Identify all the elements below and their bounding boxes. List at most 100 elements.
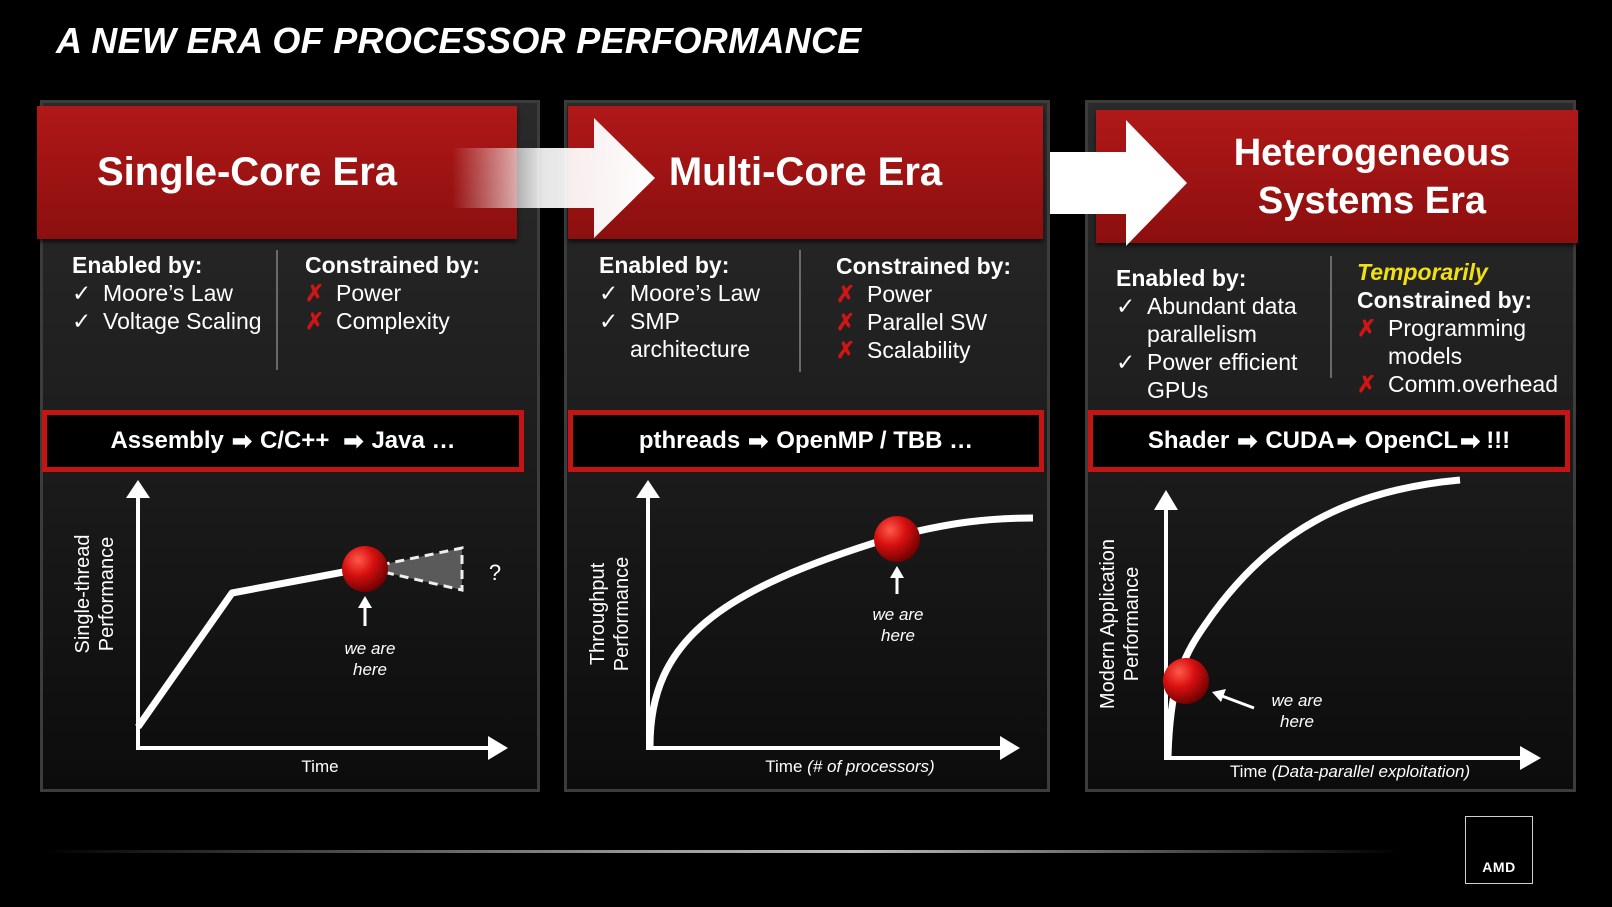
language-item: Assembly: [110, 427, 224, 454]
constrained-item: Power: [867, 281, 933, 307]
constrained-by-heading: Constrained by:: [836, 253, 1012, 279]
x-axis-arrowhead: [1000, 736, 1020, 760]
right-arrow-icon: ➡: [1460, 427, 1481, 455]
y-axis-arrowhead: [1154, 490, 1178, 510]
x-axis-label: Time (Data-parallel exploitation): [1229, 762, 1471, 781]
enabled-item: Power efficient GPUs: [1147, 349, 1298, 403]
right-arrow-icon: ➡: [231, 427, 252, 455]
modern-application-graph: [1154, 476, 1541, 770]
column-divider: [276, 250, 278, 370]
we-are-here-label: we are here: [872, 605, 924, 645]
era-title-line1: Heterogeneous: [1233, 131, 1511, 174]
cross-icon: ✗: [305, 308, 325, 334]
language-progression-bar: Shader ➡ CUDA ➡ OpenCL ➡ !!!: [1088, 410, 1570, 472]
cross-icon: ✗: [305, 280, 325, 306]
current-position-marker: [874, 516, 920, 562]
era-title-line2: Systems Era: [1257, 179, 1487, 222]
constrained-item: Programming models: [1388, 315, 1527, 369]
era-title: Multi-Core Era: [668, 150, 943, 194]
language-item: OpenMP / TBB …: [776, 427, 974, 454]
enabled-item: Abundant data parallelism: [1147, 293, 1297, 347]
constrained-by-list: Constrained by: ✗ Power ✗ Parallel SW ✗ Sca…: [836, 252, 1041, 364]
right-arrow-icon: ➡: [748, 427, 769, 455]
cross-icon: ✗: [836, 281, 856, 307]
performance-curve: [135, 564, 366, 730]
constrained-item: Comm.overhead: [1388, 371, 1559, 397]
constrained-by-heading: Constrained by:: [305, 252, 481, 278]
here-pointer-arrowhead: [1212, 689, 1226, 702]
language-item: Java …: [371, 427, 456, 454]
constrained-item: Scalability: [867, 337, 971, 363]
we-are-here-label: we are here: [344, 639, 396, 679]
constrained-item: Complexity: [336, 308, 450, 334]
enabled-item: Voltage Scaling: [103, 308, 262, 334]
constrained-by-heading: Constrained by:: [1357, 287, 1533, 313]
cross-icon: ✗: [1357, 315, 1377, 341]
check-icon: ✓: [72, 308, 92, 334]
right-arrow-icon: ➡: [343, 427, 364, 455]
language-item: Shader: [1147, 427, 1230, 454]
here-pointer-arrowhead: [358, 596, 372, 608]
cross-icon: ✗: [836, 309, 856, 335]
enabled-item: Moore’s Law: [630, 280, 760, 306]
enabled-by-heading: Enabled by:: [599, 252, 730, 278]
check-icon: ✓: [599, 308, 619, 334]
y-axis-label: Modern Application Performance: [1097, 538, 1143, 710]
performance-curve: [646, 514, 1034, 747]
enabled-by-list: Enabled by: ✓Abundant data parallelism ✓…: [1116, 264, 1321, 404]
right-arrow-icon: [1050, 120, 1187, 246]
language-item: pthreads: [638, 427, 741, 454]
x-axis-arrowhead: [1520, 746, 1541, 770]
uncertain-future-cone: [365, 546, 464, 592]
x-axis-label: Time (# of processors): [765, 757, 935, 776]
y-axis-arrowhead: [636, 480, 660, 498]
enabled-by-list: Enabled by: ✓Moore’s Law ✓Voltage Scalin…: [72, 251, 272, 335]
logo-text: AMD: [1482, 859, 1516, 875]
x-axis-label: Time: [301, 757, 339, 776]
language-item: !!!: [1486, 427, 1511, 454]
era-title: Single-Core Era: [96, 150, 398, 194]
cross-icon: ✗: [1357, 371, 1377, 397]
single-core-era-banner: Single-Core Era: [37, 106, 517, 239]
right-arrow-icon: ➡: [1336, 427, 1357, 455]
enabled-by-heading: Enabled by:: [1116, 265, 1247, 291]
enabled-item: SMP architecture: [630, 308, 751, 362]
single-thread-graph: [126, 480, 508, 760]
current-position-marker: [1163, 658, 1209, 704]
x-axis-arrowhead: [488, 736, 508, 760]
language-item: C/C++: [259, 427, 330, 454]
language-item: OpenCL: [1364, 427, 1459, 454]
question-mark: ?: [488, 560, 502, 585]
right-arrow-icon: [452, 118, 655, 238]
language-progression-bar: Assembly ➡ C/C++ ➡ Java …: [42, 410, 524, 472]
y-axis-label: Single-thread Performance: [72, 534, 118, 654]
check-icon: ✓: [1116, 293, 1136, 319]
slide-title: A NEW ERA OF PROCESSOR PERFORMANCE: [56, 20, 862, 61]
check-icon: ✓: [599, 280, 619, 306]
footer-divider: [40, 850, 1400, 853]
cross-icon: ✗: [836, 337, 856, 363]
constrained-by-list: Constrained by: ✗ Power ✗ Complexity: [305, 251, 515, 335]
constrained-by-list: Temporarily Constrained by: ✗ Programming…: [1357, 258, 1572, 398]
here-pointer-arrowhead: [890, 566, 904, 578]
multi-core-era-banner: Multi-Core Era: [568, 106, 1043, 239]
right-arrow-icon: ➡: [1237, 427, 1258, 455]
column-divider: [799, 250, 801, 372]
constrained-item: Power: [336, 280, 402, 306]
y-axis-arrowhead: [126, 480, 150, 498]
language-progression-bar: pthreads ➡ OpenMP / TBB …: [568, 410, 1044, 472]
amd-logo: AMD: [1465, 816, 1533, 884]
enabled-by-heading: Enabled by:: [72, 252, 203, 278]
temporarily-label: Temporarily: [1357, 259, 1488, 285]
current-position-marker: [342, 546, 388, 592]
language-item: CUDA: [1265, 427, 1335, 454]
y-axis-label: Throughput Performance: [587, 556, 633, 672]
constrained-item: Parallel SW: [867, 309, 988, 335]
here-pointer: [1221, 694, 1255, 710]
throughput-graph: [636, 480, 1034, 760]
enabled-by-list: Enabled by: ✓ Moore’s Law ✓ SMP architectu…: [599, 251, 789, 363]
column-divider: [1330, 256, 1332, 378]
enabled-item: Moore’s Law: [103, 280, 233, 306]
